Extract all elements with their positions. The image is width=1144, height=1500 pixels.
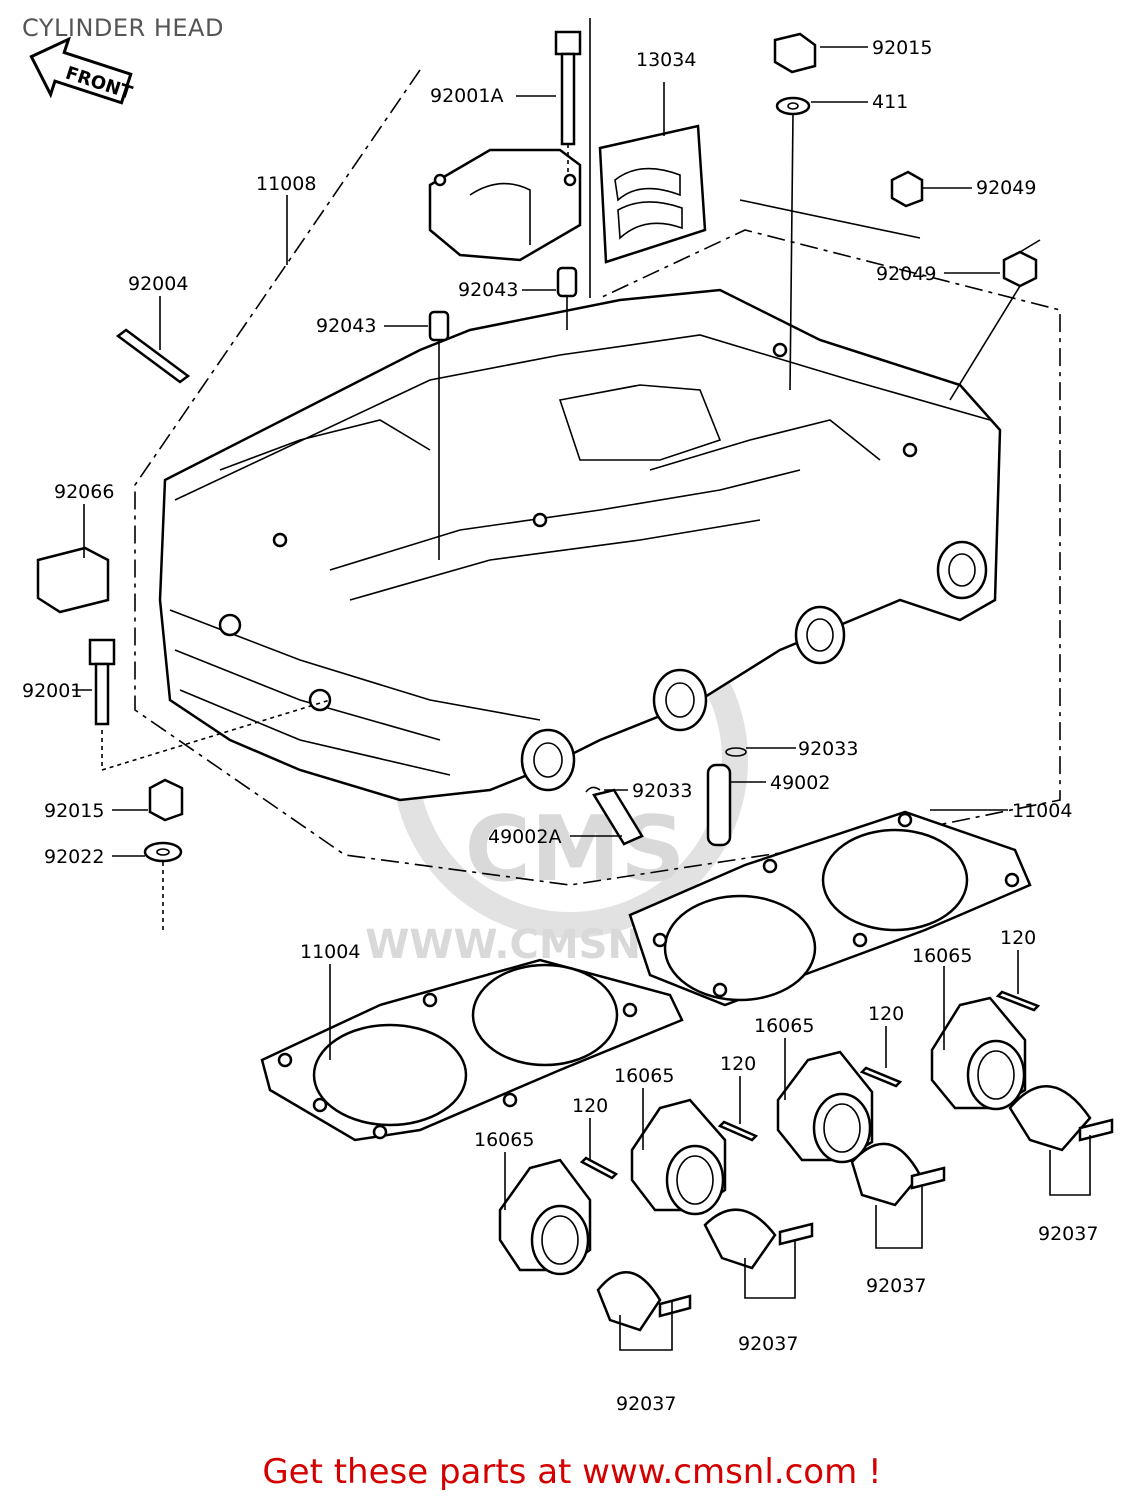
bolt-92001A bbox=[554, 30, 582, 175]
head-gasket-left bbox=[260, 958, 684, 1142]
intake-assembly-3 bbox=[776, 1050, 946, 1207]
label-11008: 11008 bbox=[256, 173, 316, 195]
label-16065-c: 16065 bbox=[614, 1065, 674, 1087]
clamp-brackets bbox=[619, 1135, 1091, 1351]
label-92049-a: 92049 bbox=[976, 177, 1036, 199]
label-92033-b: 92033 bbox=[632, 780, 692, 802]
label-120-a: 120 bbox=[1000, 927, 1036, 949]
label-92015-left: 92015 bbox=[44, 800, 104, 822]
label-11004-a: 11004 bbox=[1012, 800, 1072, 822]
label-49002A: 49002A bbox=[488, 826, 561, 848]
label-92033-a: 92033 bbox=[798, 738, 858, 760]
cap-nut-92049 bbox=[890, 170, 1041, 401]
nut-92015-left bbox=[143, 778, 184, 930]
label-92037-a: 92037 bbox=[1038, 1223, 1098, 1245]
label-92004: 92004 bbox=[128, 273, 188, 295]
part-labels: 92015 411 13034 92001A 11008 92049 92049… bbox=[22, 37, 1098, 1415]
cap-92066 bbox=[36, 546, 110, 614]
label-92001A: 92001A bbox=[430, 85, 503, 107]
watermark-logo: CMS bbox=[465, 797, 685, 902]
intake-assembly-2 bbox=[630, 1098, 814, 1270]
head-gasket-right bbox=[628, 810, 1032, 1007]
stud-92004 bbox=[115, 328, 191, 384]
label-92015-top: 92015 bbox=[872, 37, 932, 59]
label-92049-b: 92049 bbox=[876, 263, 936, 285]
nut-92015-top bbox=[773, 32, 817, 391]
label-13034: 13034 bbox=[636, 49, 696, 71]
intake-assembly-4 bbox=[930, 990, 1114, 1152]
label-92037-c: 92037 bbox=[738, 1333, 798, 1355]
label-92001: 92001 bbox=[22, 680, 82, 702]
label-120-b: 120 bbox=[868, 1003, 904, 1025]
label-16065-b: 16065 bbox=[754, 1015, 814, 1037]
label-120-d: 120 bbox=[572, 1095, 608, 1117]
cylinder-head bbox=[158, 288, 1002, 802]
bolt-92001 bbox=[88, 638, 331, 771]
dowel-92043 bbox=[428, 266, 578, 560]
bearing-insert-13034 bbox=[598, 124, 707, 264]
label-92022: 92022 bbox=[44, 846, 104, 868]
label-411: 411 bbox=[872, 91, 908, 113]
label-16065-a: 16065 bbox=[912, 945, 972, 967]
label-11004-b: 11004 bbox=[300, 941, 360, 963]
label-92043-b: 92043 bbox=[316, 315, 376, 337]
label-16065-d: 16065 bbox=[474, 1129, 534, 1151]
leader-lines bbox=[72, 46, 1019, 1210]
label-92037-d: 92037 bbox=[616, 1393, 676, 1415]
label-49002: 49002 bbox=[770, 772, 830, 794]
label-92066: 92066 bbox=[54, 481, 114, 503]
front-arrow-icon: FRONT bbox=[29, 36, 135, 105]
cylinder-head-outline bbox=[134, 18, 1061, 886]
intake-assembly-1 bbox=[498, 1156, 692, 1332]
label-92043-a: 92043 bbox=[458, 279, 518, 301]
camshaft-cap bbox=[428, 148, 582, 262]
label-92037-b: 92037 bbox=[866, 1275, 926, 1297]
label-120-c: 120 bbox=[720, 1053, 756, 1075]
valve-guides bbox=[585, 747, 747, 847]
footer-link[interactable]: Get these parts at www.cmsnl.com ! bbox=[262, 1452, 882, 1492]
page-title: CYLINDER HEAD bbox=[22, 14, 224, 42]
